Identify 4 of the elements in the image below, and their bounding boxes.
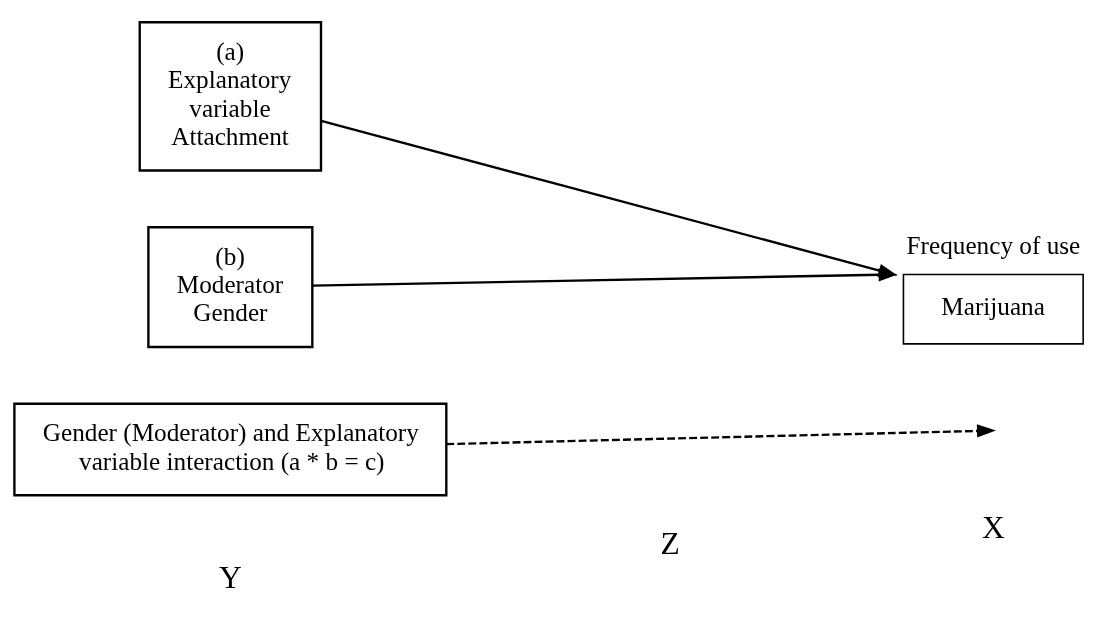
node-label: Frequency of use [906, 231, 1081, 259]
label: X [981, 509, 1005, 545]
label: Y [218, 559, 242, 595]
label: Z [660, 525, 680, 561]
